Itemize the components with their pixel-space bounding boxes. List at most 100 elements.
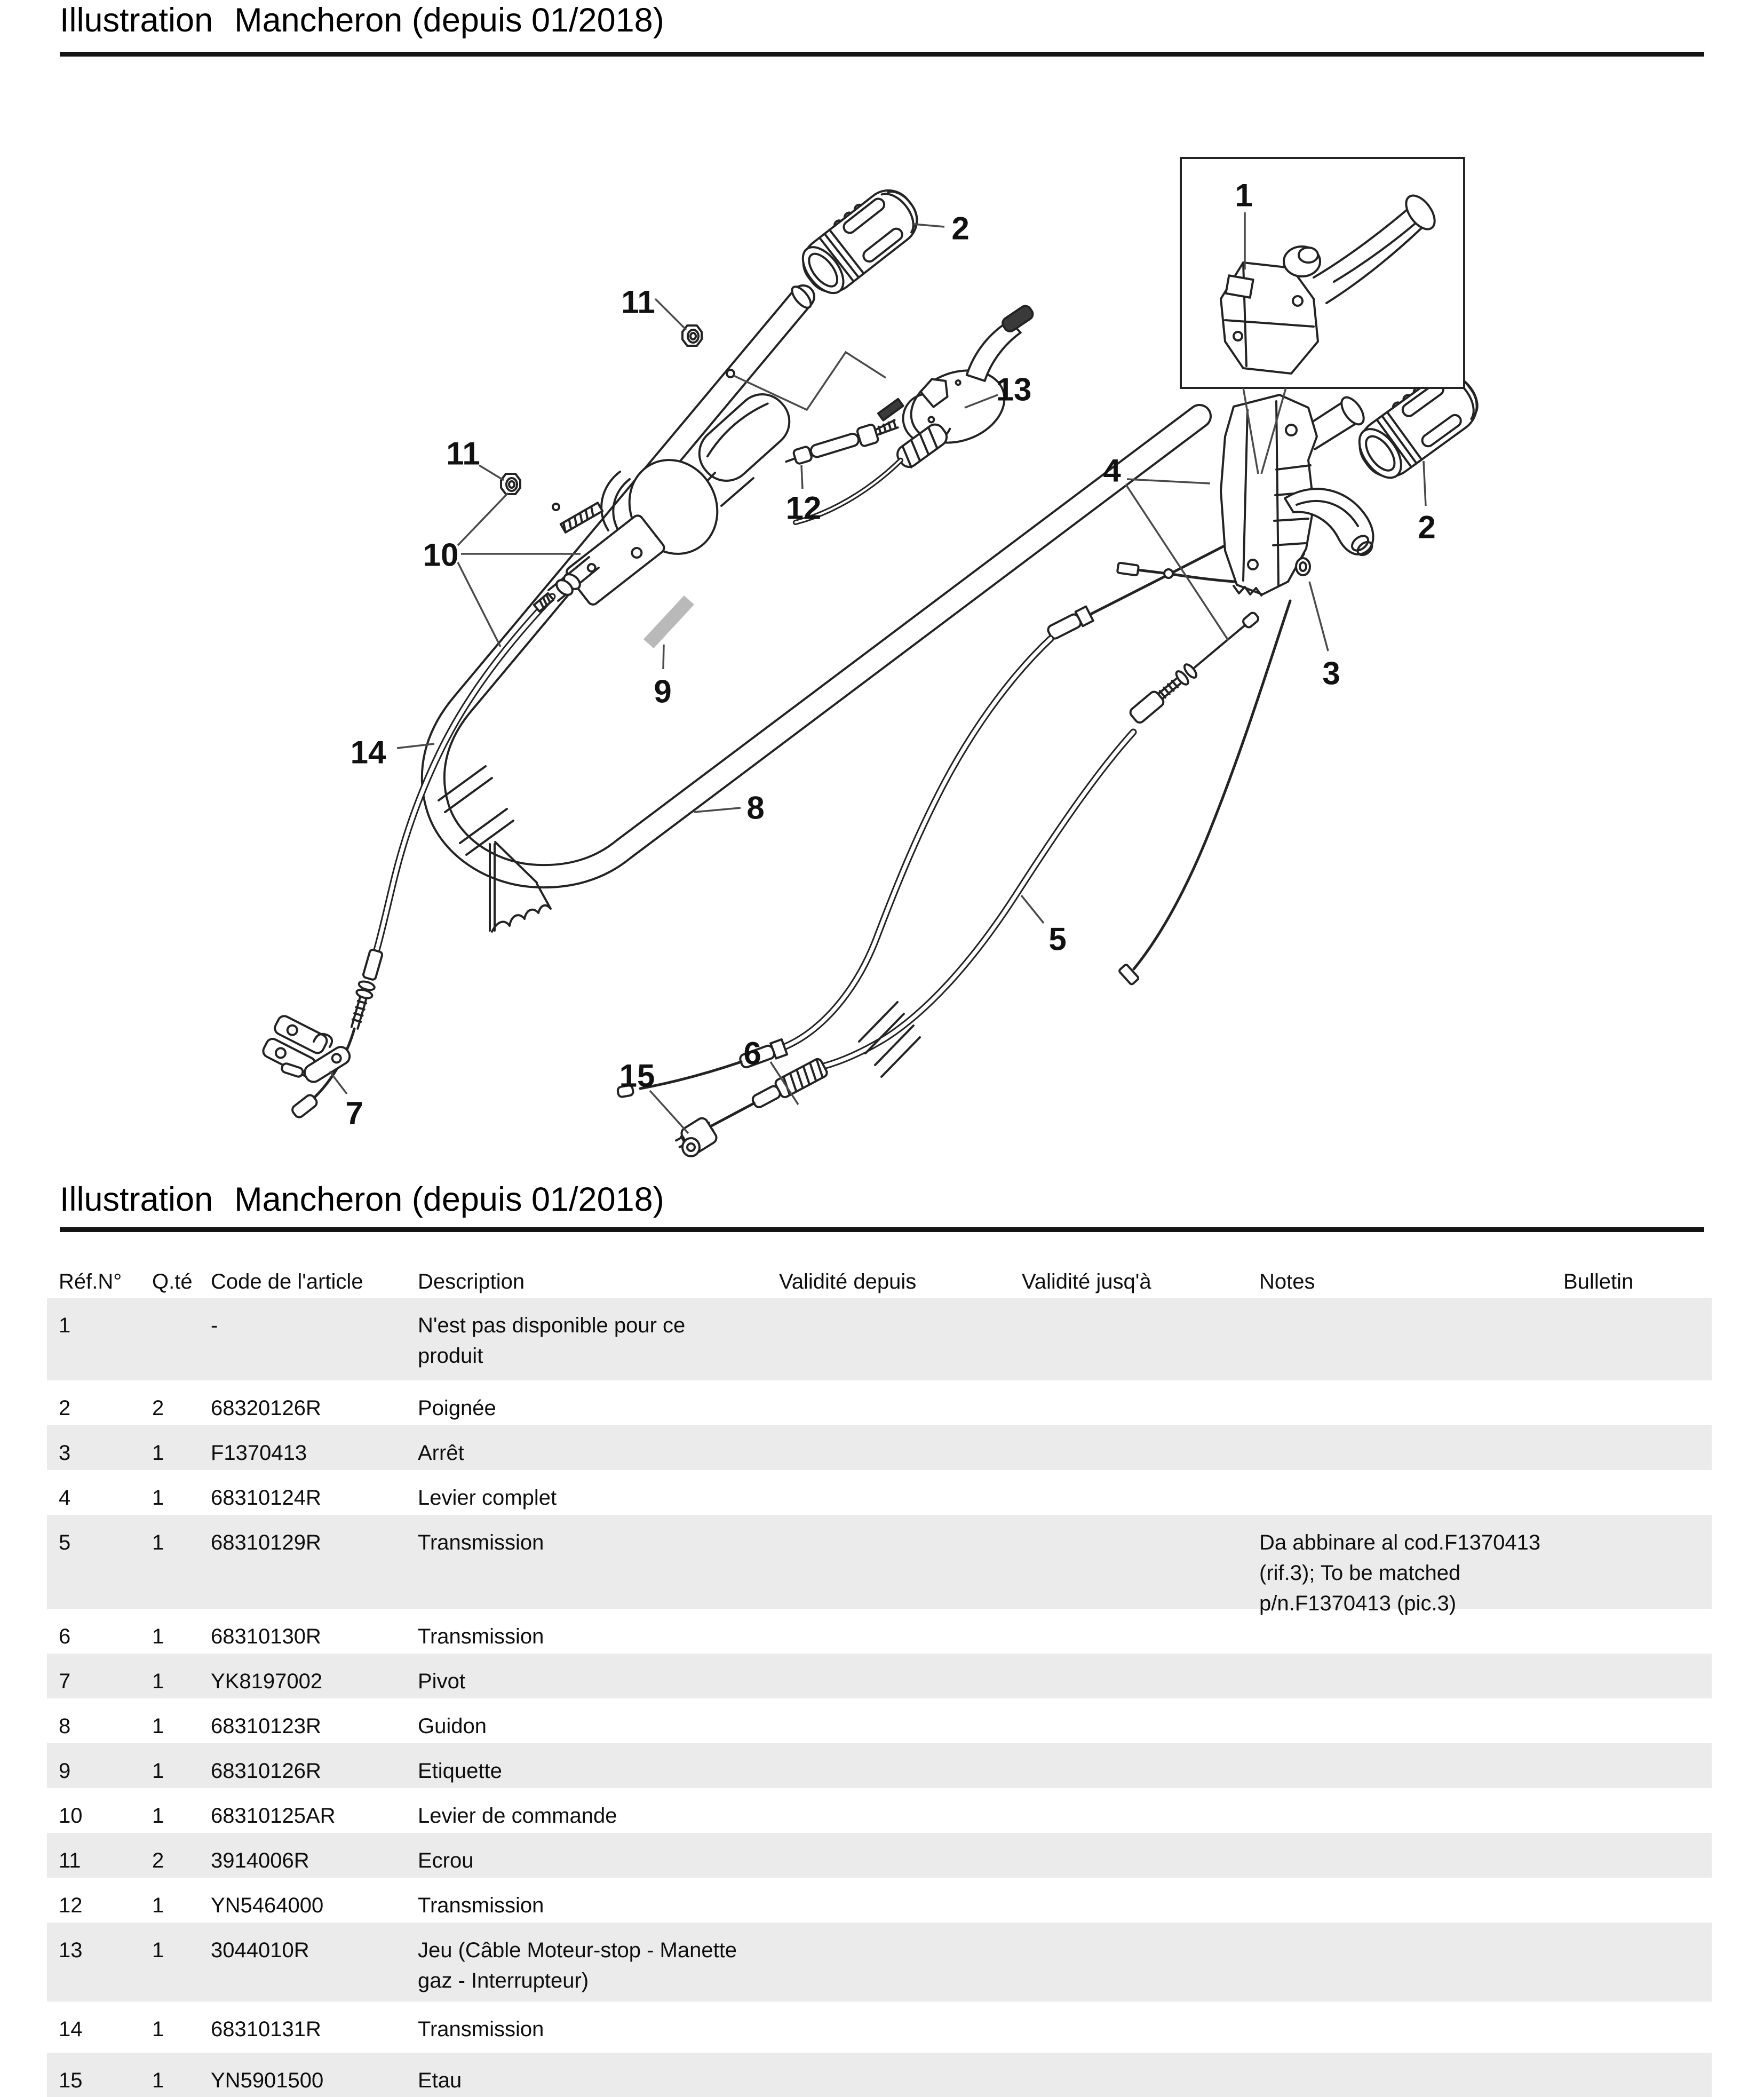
callout-leader-line (964, 394, 998, 409)
cell-code: 3044010R (211, 1939, 309, 1962)
cell-bulletin (1563, 1425, 1712, 1470)
cell-bulletin (1563, 1515, 1712, 1619)
cell-validity-to (1022, 1878, 1259, 1923)
cell-qty: 1 (152, 1894, 164, 1917)
cell-qty: 1 (152, 1486, 164, 1510)
cell-qty: 1 (152, 2069, 164, 2092)
cell-validity-to (1022, 1515, 1259, 1619)
cell-ref: 9 (59, 1759, 71, 1783)
cell-validity-to (1022, 1698, 1259, 1743)
cell-qty: 2 (152, 1849, 164, 1872)
title-rule-bottom (60, 1227, 1704, 1232)
cell-code: 68310129R (211, 1531, 321, 1554)
cell-validity-to (1022, 1380, 1259, 1425)
callout-label: 2 (951, 211, 969, 247)
cell-validity-from (779, 1515, 1022, 1619)
callout-leader-line (457, 492, 509, 546)
cell-description: Levier complet (418, 1486, 557, 1510)
table-row: 9 1 68310126R Etiquette (47, 1743, 1712, 1788)
title-label: Illustration (60, 1181, 213, 1218)
callout-leader-line (769, 1061, 799, 1105)
cell-bulletin (1563, 1609, 1712, 1654)
callout-leader-line (457, 562, 502, 647)
cell-validity-from (779, 1654, 1022, 1698)
cell-qty: 1 (152, 2017, 164, 2041)
callout-label: 14 (351, 735, 386, 771)
cell-validity-to (1022, 2001, 1259, 2053)
cell-qty: 1 (152, 1670, 164, 1693)
cell-validity-to (1022, 1654, 1259, 1698)
cell-description: Guidon (418, 1714, 487, 1738)
column-header: Q.té (152, 1270, 193, 1293)
cell-ref: 1 (59, 1314, 71, 1337)
cell-validity-from (779, 1425, 1022, 1470)
cell-bulletin (1563, 1380, 1712, 1425)
callout-label: 2 (1418, 510, 1435, 545)
callout-label: 1 (1235, 178, 1252, 213)
cell-bulletin (1563, 1743, 1712, 1788)
cell-ref: 5 (59, 1531, 71, 1554)
cell-validity-from (779, 1833, 1022, 1878)
callout-leader-line (1125, 484, 1229, 641)
callout-label: 11 (621, 284, 655, 320)
column-header: Validité jusq'à (1022, 1270, 1151, 1293)
callout-label: 3 (1322, 656, 1340, 692)
cell-ref: 4 (59, 1486, 71, 1510)
callout-label: 11 (446, 436, 480, 472)
cell-code: 68310126R (211, 1759, 321, 1783)
cell-code: 68310123R (211, 1714, 321, 1738)
table-row: 11 2 3914006R Ecrou (47, 1833, 1712, 1878)
table-row: 10 1 68310125AR Levier de commande (47, 1788, 1712, 1833)
callout-leader-line (1126, 478, 1211, 484)
cell-validity-from (779, 1609, 1022, 1654)
cell-description: Levier de commande (418, 1804, 617, 1828)
cell-validity-from (779, 1380, 1022, 1425)
cell-validity-from (779, 1743, 1022, 1788)
cell-ref: 6 (59, 1625, 71, 1648)
callout-label: 4 (1103, 453, 1121, 489)
cell-bulletin (1563, 1923, 1712, 2001)
callout-leader-line (693, 807, 741, 813)
cell-notes (1259, 1654, 1563, 1698)
cell-validity-from (779, 1788, 1022, 1833)
table-row: 13 1 3044010R Jeu (Câble Moteur-stop - M… (47, 1923, 1712, 2001)
cell-description: Poignée (418, 1396, 496, 1420)
cell-code: YN5464000 (211, 1894, 324, 1917)
cell-qty: 1 (152, 1625, 164, 1648)
table-row: 14 1 68310131R Transmission (47, 2001, 1712, 2053)
cell-bulletin (1563, 1654, 1712, 1698)
cell-notes (1259, 1298, 1563, 1380)
callout-leader-line (649, 1090, 689, 1134)
column-header: Réf.N° (59, 1270, 122, 1293)
cell-validity-to (1022, 1609, 1259, 1654)
cell-notes (1259, 1380, 1563, 1425)
cell-code: 68310131R (211, 2017, 321, 2041)
column-header: Validité depuis (779, 1270, 917, 1293)
cell-ref: 2 (59, 1396, 71, 1420)
column-header: Bulletin (1563, 1270, 1634, 1293)
cell-bulletin (1563, 2001, 1712, 2053)
cell-validity-from (779, 1878, 1022, 1923)
cell-qty: 2 (152, 1396, 164, 1420)
cell-notes (1259, 1425, 1563, 1470)
callout-leader-line (800, 465, 804, 489)
cell-code: YN5901500 (211, 2069, 324, 2092)
cell-bulletin (1563, 1470, 1712, 1515)
table-row: 2 2 68320126R Poignée (47, 1380, 1712, 1425)
table-body: 1 - N'est pas disponible pour ce produit… (47, 1298, 1712, 2097)
cell-ref: 11 (59, 1849, 81, 1872)
cell-notes (1259, 1743, 1563, 1788)
cell-notes (1259, 1698, 1563, 1743)
cell-notes (1259, 1833, 1563, 1878)
callout-leader-line (329, 1070, 348, 1095)
cell-description: N'est pas disponible pour ce produit (418, 1314, 686, 1368)
callout-leader-line (1020, 894, 1045, 924)
cell-qty (152, 1298, 211, 1380)
cell-description: Transmission (418, 1531, 544, 1554)
